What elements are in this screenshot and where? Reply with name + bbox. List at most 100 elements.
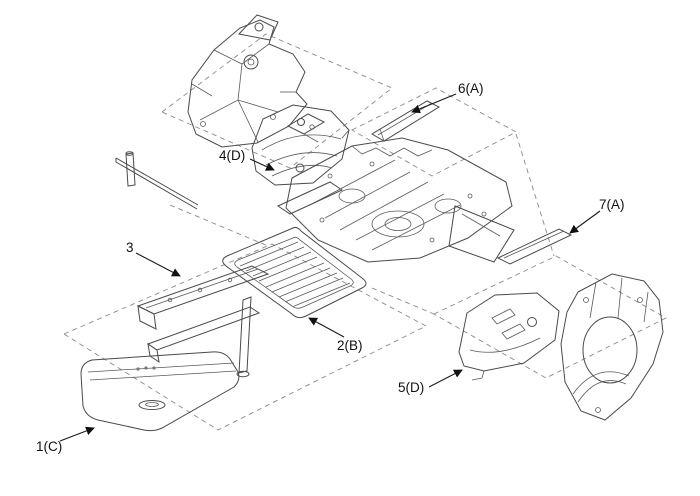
floor-cross-member bbox=[276, 181, 344, 215]
dashed-box-right bbox=[433, 255, 667, 379]
leader-line-3 bbox=[135, 252, 181, 277]
dashed-box-top bbox=[161, 33, 393, 169]
spare-tire-well-inner bbox=[384, 217, 412, 231]
floor-hump bbox=[434, 198, 462, 214]
screen-snap bbox=[136, 367, 140, 371]
dashed-connector bbox=[515, 133, 555, 257]
trim-clip bbox=[167, 297, 173, 303]
floor-hole bbox=[319, 217, 325, 223]
part-outline bbox=[187, 19, 308, 148]
screen-snap bbox=[144, 366, 148, 370]
callout-label-3: 3 bbox=[126, 240, 134, 255]
trim-hole bbox=[295, 163, 305, 173]
trim-lower-rail-face bbox=[147, 342, 160, 364]
detail-line bbox=[191, 83, 213, 97]
floor-hump bbox=[338, 188, 366, 204]
screen-body bbox=[80, 351, 240, 432]
screen-roller-line bbox=[89, 370, 237, 381]
detail-line bbox=[503, 230, 565, 259]
spare-tire-well bbox=[371, 210, 425, 238]
trim-strut bbox=[238, 296, 252, 374]
dashed-box-bottom-left bbox=[63, 243, 427, 431]
dashed-box-sill-6a bbox=[351, 87, 517, 177]
mat-outline bbox=[222, 226, 367, 319]
part-outline bbox=[251, 104, 350, 186]
trim-top-rail bbox=[136, 265, 270, 315]
floor-hole bbox=[429, 237, 435, 243]
part-partition-assembly bbox=[187, 14, 308, 148]
part-scuff-trim-7a bbox=[496, 228, 573, 265]
wheel-arch bbox=[572, 371, 630, 395]
part-outline bbox=[560, 273, 664, 421]
floor-rib bbox=[355, 193, 445, 241]
detail-curve bbox=[469, 337, 541, 353]
detail-line bbox=[377, 102, 433, 136]
floor-top-structure bbox=[351, 145, 433, 157]
floor-rib bbox=[339, 181, 429, 231]
trim-top-rail-face bbox=[137, 305, 157, 330]
detail-line bbox=[643, 291, 649, 323]
callout-label-6a: 6(A) bbox=[458, 81, 484, 96]
leader-line-7a bbox=[569, 210, 601, 234]
floor-rib bbox=[371, 204, 461, 251]
detail-hole bbox=[200, 121, 206, 127]
callout-labels: 6(A) 4(D) 3 2(B) 7(A) 5(D) 1(C) bbox=[36, 81, 625, 454]
detail-line bbox=[589, 281, 597, 319]
part-scuff-trim-6a bbox=[371, 100, 441, 142]
trim-clip bbox=[197, 287, 203, 293]
screen-handle bbox=[138, 400, 166, 410]
mat-ribs bbox=[239, 241, 351, 308]
callout-label-5d: 5(D) bbox=[398, 380, 424, 395]
screen-handle-inner bbox=[145, 402, 159, 407]
rod-line bbox=[115, 157, 199, 206]
panel-hole-inner bbox=[247, 58, 255, 66]
strip-tip bbox=[371, 128, 385, 142]
detail-curve bbox=[261, 134, 342, 151]
callout-leaders bbox=[59, 93, 601, 442]
panel-hole bbox=[243, 54, 259, 70]
bracket-hole bbox=[309, 124, 315, 130]
part-luggage-side-trim-4d bbox=[251, 104, 350, 186]
detail-curve bbox=[265, 152, 338, 166]
rod-line bbox=[115, 161, 198, 210]
trim-hole bbox=[527, 317, 537, 327]
part-small-bracket bbox=[286, 113, 326, 143]
detail-line bbox=[461, 213, 501, 237]
body-hole bbox=[637, 297, 643, 303]
trim-slot bbox=[501, 323, 526, 340]
bracket-outline bbox=[286, 113, 326, 135]
leader-line-4d bbox=[249, 158, 275, 171]
leader-line-5d bbox=[428, 369, 463, 388]
floor-rib bbox=[324, 171, 411, 219]
part-bracket bbox=[238, 14, 279, 41]
part-support-rod bbox=[115, 151, 199, 210]
dashed-connector bbox=[371, 287, 435, 315]
strut-foot bbox=[236, 370, 250, 378]
projection-lines bbox=[63, 33, 667, 431]
body-opening bbox=[582, 316, 638, 384]
floor-rib bbox=[309, 159, 396, 206]
wheel-arch-inner bbox=[577, 380, 627, 403]
part-outline bbox=[458, 292, 560, 372]
rod-pin-cap bbox=[125, 151, 134, 156]
mat-inner-border bbox=[234, 236, 354, 309]
detail-line bbox=[341, 129, 350, 139]
trim-clip bbox=[227, 277, 233, 283]
part-cargo-screen-1c bbox=[80, 351, 240, 432]
callout-label-1c: 1(C) bbox=[36, 439, 62, 454]
trim-slot bbox=[491, 308, 516, 325]
part-outline bbox=[496, 228, 573, 265]
part-floor-panel bbox=[276, 137, 515, 263]
floor-hole bbox=[327, 173, 333, 179]
body-hole bbox=[583, 297, 589, 303]
part-rear-transverse-trim-3 bbox=[136, 265, 270, 378]
floor-side-member bbox=[448, 205, 515, 263]
bracket-hole bbox=[254, 22, 264, 32]
screen-roller-line bbox=[87, 362, 235, 373]
callout-label-4d: 4(D) bbox=[219, 148, 245, 163]
floor-hole bbox=[369, 161, 375, 167]
rod-pin bbox=[125, 152, 136, 187]
detail-line bbox=[471, 370, 485, 381]
